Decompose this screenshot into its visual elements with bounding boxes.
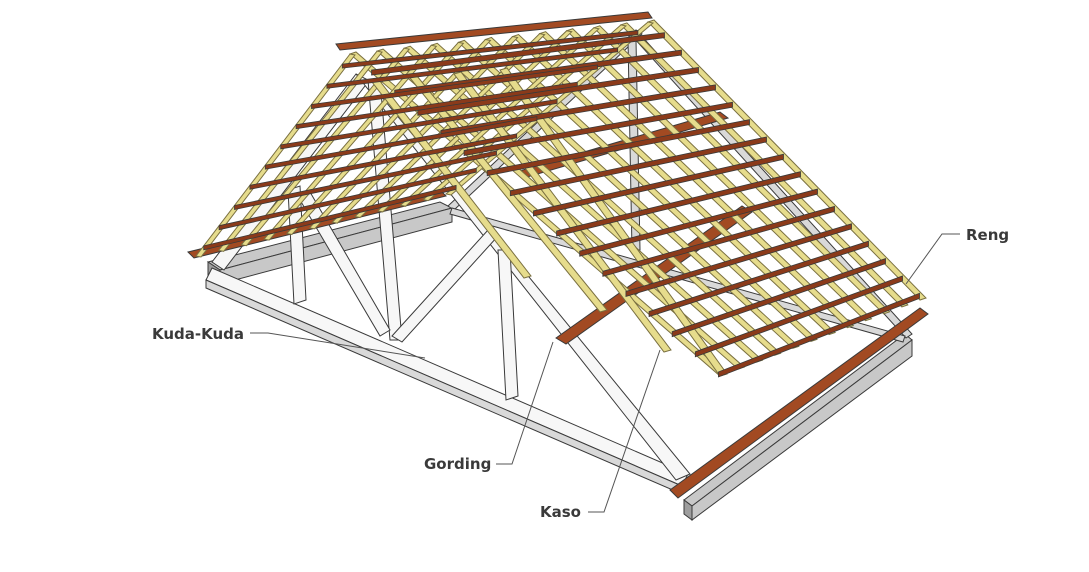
callout-kuda-kuda: Kuda-Kuda [152, 325, 426, 359]
label-gording: Gording [424, 455, 491, 473]
callout-reng: Reng [905, 226, 1009, 285]
leader-gording [496, 341, 554, 465]
reng-batten [718, 292, 920, 378]
leader-kuda-kuda [250, 332, 426, 359]
purlin-eave [669, 307, 929, 499]
reng-batten [509, 136, 767, 197]
reng-batten [326, 47, 619, 89]
reng-batten [694, 275, 903, 358]
reng-batten [463, 101, 733, 157]
label-kuda-kuda: Kuda-Kuda [152, 325, 244, 343]
reng-batten [625, 223, 852, 297]
strut-right-1 [391, 229, 499, 343]
reng-batten [648, 240, 869, 318]
reng-batten [371, 32, 665, 76]
label-reng: Reng [966, 226, 1009, 244]
ridge-beam [335, 11, 653, 51]
reng-batten [218, 167, 477, 231]
reng-batten [311, 64, 598, 109]
reng-batten [533, 153, 784, 217]
label-kaso: Kaso [540, 503, 581, 521]
reng-batten [671, 258, 886, 338]
reng-batten [341, 30, 639, 69]
reng-batten [264, 116, 538, 170]
callout-kaso: Kaso [540, 349, 661, 521]
reng-batten [280, 98, 558, 150]
reng-batten [602, 205, 835, 277]
reng-batten [234, 150, 497, 210]
kaso-rafter [453, 71, 672, 353]
leader-kaso [588, 349, 661, 513]
ring-beam-right [683, 333, 913, 521]
reng-batten [486, 119, 750, 177]
reng-batten [556, 171, 801, 237]
leader-reng [905, 233, 960, 285]
reng-batten [203, 184, 457, 251]
strut-left-1 [287, 185, 307, 305]
reng-batten [579, 188, 818, 257]
reng-batten [417, 66, 699, 116]
reng-batten [295, 81, 578, 130]
battens-reng [203, 30, 920, 378]
kaso-rafter [647, 19, 927, 301]
reng-batten [249, 133, 518, 190]
callout-gording: Gording [424, 341, 554, 473]
